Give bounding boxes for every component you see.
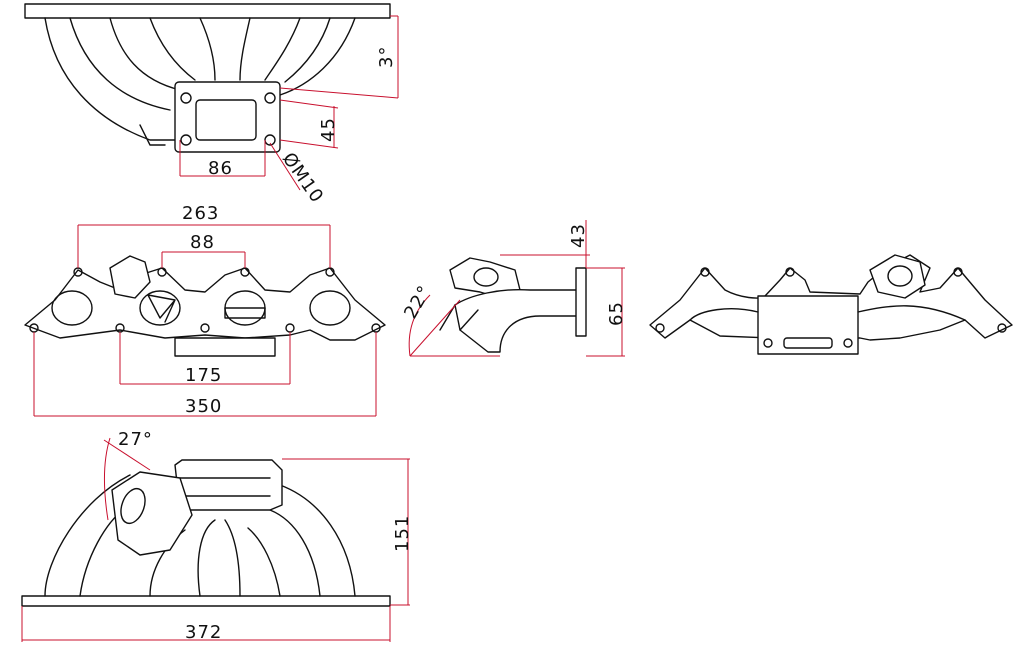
dim-runner-spacing-outer: 263 [182,203,219,224]
front-view: 263 88 175 350 [24,203,386,417]
exhaust-port [309,290,351,326]
bolt-hole [180,92,192,104]
side-runner [454,288,581,353]
bottom-base-plate [21,595,391,607]
dim-flange-width: 86 [208,158,233,179]
dim-runner-spacing-inner: 88 [190,232,215,253]
top-view: 3° 45 86 ØM10 [24,3,399,207]
dim-side-angle: 22° [400,282,436,323]
rear-wastegate-flange [869,254,926,299]
bolt-hole [264,92,276,104]
dim-collector-width: 175 [185,365,222,386]
dim-overall-length: 372 [185,622,222,643]
dim-flange-angle: 3° [376,46,397,68]
dim-side-offset: 43 [568,223,589,248]
dim-overall-height: 151 [392,515,413,552]
top-view-base-plate [24,3,391,19]
bottom-wastegate [111,471,193,556]
collector-bottom [174,337,276,357]
dim-flange-height: 45 [318,117,339,142]
wastegate-stub [109,255,151,299]
exhaust-port [51,290,93,326]
turbo-flange-port [195,99,257,141]
bottom-collector [174,459,283,511]
bottom-view: 27° 151 372 [21,429,413,643]
side-view: 43 65 22° [400,220,627,357]
rear-turbo-flange [757,295,859,355]
dim-wastegate-angle: 27° [118,429,153,450]
rear-view [649,254,1013,355]
dim-head-flange-length: 350 [185,396,222,417]
side-turbo-flange [575,267,587,337]
dim-side-height: 65 [606,301,627,326]
bolt-hole [180,134,192,146]
exhaust-port [139,290,181,326]
dim-bolt-size: ØM10 [278,149,328,207]
top-view-runner-outline [44,17,181,141]
head-flange [24,267,386,341]
